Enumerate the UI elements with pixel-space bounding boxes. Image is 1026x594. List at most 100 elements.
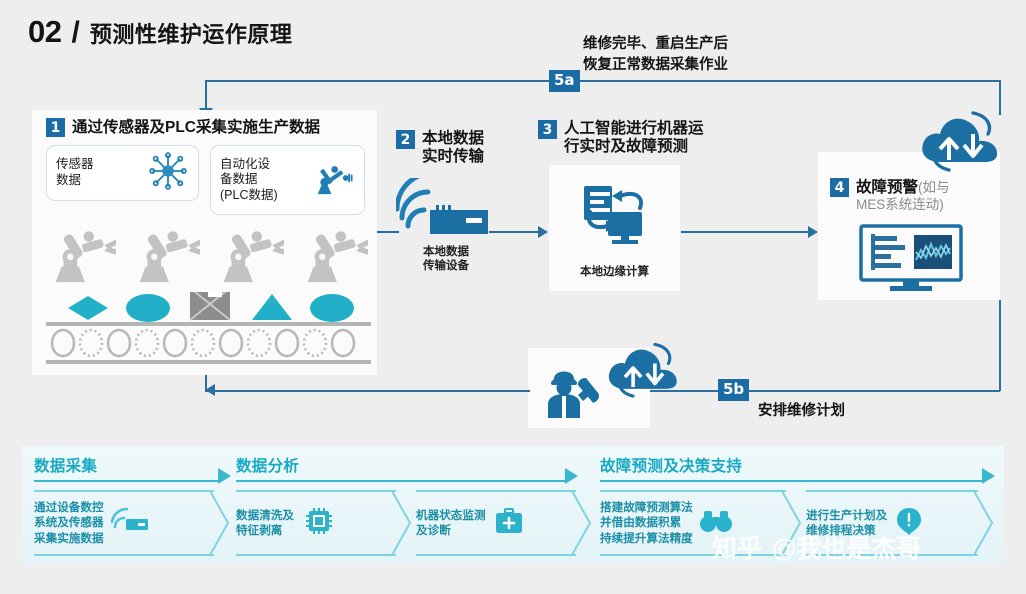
watermark-brand: 知乎 bbox=[712, 535, 763, 563]
watermark: 知乎 @我也是杰哥 bbox=[712, 529, 921, 565]
phase-2-chevron-1 bbox=[390, 490, 414, 561]
product-shape-row bbox=[60, 287, 360, 322]
label-5b-text: 安排维修计划 bbox=[758, 403, 845, 419]
step-4-title: 故障预警(如与 MES系统连动) bbox=[856, 178, 950, 213]
sensor-data-label: 传感器 数据 bbox=[56, 157, 94, 187]
phase-2-cell-2: 机器状态监测 及诊断 bbox=[416, 492, 588, 554]
robot-arm-gray-icon bbox=[210, 218, 288, 286]
flow-line-5a-right-vertical bbox=[999, 80, 1001, 115]
flow-arrow-to-panel1 bbox=[205, 384, 215, 396]
step-1-heading: 1 通过传感器及PLC采集实施生产数据 bbox=[46, 118, 320, 137]
label-5a-line1: 维修完毕、重启生产后 bbox=[583, 36, 728, 52]
step-1-title: 通过传感器及PLC采集实施生产数据 bbox=[72, 118, 321, 136]
phase-1-cell-1-rule-bottom bbox=[34, 554, 214, 556]
flow-line-5b-vertical bbox=[999, 300, 1001, 391]
phase-2-cell-1-rule-top bbox=[236, 490, 396, 492]
flow-arrow-2-to-3 bbox=[538, 226, 548, 238]
phase-2-title: 数据分析 bbox=[236, 458, 300, 475]
step-2-title: 本地数据 实时传输 bbox=[422, 130, 485, 165]
flow-line-5a-horizontal bbox=[205, 80, 1000, 82]
edge-computing-icon bbox=[578, 178, 652, 257]
phase-1-cell-1-text: 通过设备数控 系统及传感器 采集实施数据 bbox=[34, 500, 104, 545]
flow-line-1-to-2 bbox=[377, 231, 399, 233]
phase-2-arrow bbox=[565, 468, 578, 484]
title-slash: / bbox=[71, 16, 80, 49]
phase-3-cell-2-text: 进行生产计划及 维修排程决策 bbox=[806, 508, 888, 537]
label-5a-line2: 恢复正常数据采集作业 bbox=[583, 56, 728, 73]
worker-wrench-icon bbox=[542, 360, 616, 427]
step-number-2: 2 bbox=[396, 130, 415, 149]
flow-line-panel1-to-5b bbox=[205, 390, 530, 392]
sensor-hub-icon bbox=[147, 150, 189, 197]
phase-1-rule bbox=[34, 480, 219, 482]
phase-3-chevron-1 bbox=[780, 490, 804, 561]
robot-arm-gray-icon bbox=[126, 218, 204, 286]
sensor-data-box: 传感器 数据 bbox=[46, 145, 199, 201]
plc-data-label: 自动化设 备数据 (PLC数据) bbox=[220, 156, 278, 202]
phase-3-chevron-2 bbox=[972, 490, 996, 561]
phase-1-chevron bbox=[208, 490, 232, 561]
step-tag-5a: 5a bbox=[549, 70, 580, 92]
watermark-user: @我也是杰哥 bbox=[772, 535, 922, 563]
robot-arm-gray-icon bbox=[294, 218, 372, 286]
phase-3-title: 故障预测及决策支持 bbox=[600, 458, 743, 475]
phase-3-cell-1-rule-top bbox=[600, 490, 786, 492]
phase-3: 故障预测及决策支持 bbox=[600, 454, 990, 476]
phase-1-cell-1: 通过设备数控 系统及传感器 采集实施数据 bbox=[34, 492, 224, 554]
flow-arrow-3-to-4 bbox=[808, 226, 818, 238]
phase-2-cell-1-text: 数据清洗及 特征剥离 bbox=[236, 508, 294, 537]
phase-3-cell-1-text: 搭建故障预测算法 并借由数据积累 持续提升算法精度 bbox=[600, 500, 693, 545]
plc-data-box: 自动化设 备数据 (PLC数据) bbox=[210, 145, 365, 215]
dashboard-monitor-icon bbox=[858, 224, 964, 299]
flow-line-panel1-down bbox=[205, 375, 207, 391]
phase-1-cell-1-rule-top bbox=[34, 490, 214, 492]
step-4-heading: 4 故障预警(如与 MES系统连动) bbox=[830, 178, 950, 213]
conveyor-belt bbox=[46, 322, 371, 366]
phase-3-arrow bbox=[982, 468, 995, 484]
robot-arm-row bbox=[42, 218, 372, 286]
flow-line-5b-horizontal bbox=[648, 390, 1000, 392]
step-number-1: 1 bbox=[46, 118, 65, 137]
medical-kit-icon bbox=[494, 507, 524, 540]
phase-3-rule bbox=[600, 480, 984, 482]
phase-3-cell-2-rule-top bbox=[806, 490, 978, 492]
phase-1-arrow bbox=[218, 468, 231, 484]
flow-line-2-to-3 bbox=[489, 231, 539, 233]
step-3-heading: 3 人工智能进行机器运 行实时及故障预测 bbox=[538, 120, 704, 156]
step-4-title-line2: MES系统连动) bbox=[856, 197, 944, 213]
process-bar: 数据采集 通过设备数控 系统及传感器 采集实施数据 数据分析 bbox=[22, 446, 1004, 564]
step-2-caption: 本地数据 传输设备 bbox=[423, 246, 469, 273]
section-number: 02 bbox=[28, 14, 62, 49]
step-number-3: 3 bbox=[538, 120, 557, 139]
step-number-4: 4 bbox=[830, 178, 849, 197]
robot-arm-gray-icon bbox=[42, 218, 120, 286]
flow-line-3-to-4 bbox=[681, 231, 809, 233]
phase-2-cell-1: 数据清洗及 特征剥离 bbox=[236, 492, 406, 554]
page-title: 02 / 预测性维护运作原理 bbox=[28, 14, 292, 50]
cpu-chip-icon bbox=[304, 506, 334, 541]
phase-2-rule bbox=[236, 480, 566, 482]
label-5a-text: 维修完毕、重启生产后 恢复正常数据采集作业 bbox=[583, 34, 728, 75]
phase-2-chevron-2 bbox=[570, 490, 594, 561]
phase-2-cell-2-rule-top bbox=[416, 490, 576, 492]
phase-3-cell-1-rule-bottom bbox=[600, 554, 786, 556]
robot-arm-icon bbox=[311, 158, 355, 203]
wifi-router-icon bbox=[394, 170, 496, 245]
phase-3-cell-2-rule-bottom bbox=[806, 554, 978, 556]
phase-1-title: 数据采集 bbox=[34, 458, 98, 475]
wifi-sensor-icon bbox=[110, 505, 150, 542]
step-3-caption: 本地边缘计算 bbox=[580, 266, 649, 278]
flow-line-5a-vertical bbox=[205, 80, 207, 110]
cloud-sync-icon bbox=[605, 336, 683, 405]
phase-3-cell-2: 进行生产计划及 维修排程决策 bbox=[806, 492, 986, 554]
step-tag-5b: 5b bbox=[718, 379, 750, 401]
step-4-title-strong: 故障预警 bbox=[856, 179, 919, 196]
phase-2: 数据分析 bbox=[236, 454, 566, 476]
step-3-title: 人工智能进行机器运 行实时及故障预测 bbox=[564, 120, 704, 155]
cloud-sync-icon bbox=[918, 104, 1004, 179]
phase-3-cell-1: 搭建故障预测算法 并借由数据积累 持续提升算法精度 bbox=[600, 492, 796, 554]
phase-1: 数据采集 bbox=[34, 454, 224, 476]
phase-2-cell-2-rule-bottom bbox=[416, 554, 576, 556]
binoculars-icon bbox=[699, 508, 733, 539]
